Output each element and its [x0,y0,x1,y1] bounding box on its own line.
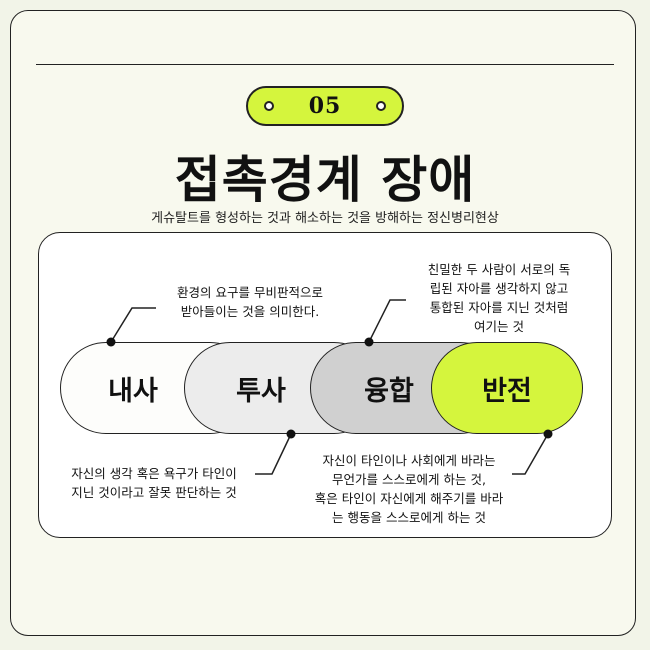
note-line: 받아들이는 것을 의미한다. [180,304,320,319]
note-line: 무언가를 스스로에게 하는 것, [332,472,486,487]
note-line: 는 행동을 스스로에게 하는 것 [332,510,486,525]
stage-retroflection-label: 반전 [482,375,532,407]
connector-projection [255,433,292,475]
connector-dot-retroflection [543,429,553,439]
top-divider [36,64,614,65]
note-line: 혹은 타인이 자신에게 해주기를 바라 [314,491,504,506]
connector-dot-confluence [364,337,374,347]
note-line: 립된 자아를 생각하지 않고 [429,281,569,296]
note-line: 환경의 요구를 무비판적으로 [177,285,323,300]
section-number-badge: 05 [246,86,404,126]
connector-confluence [368,299,406,343]
badge-hole-left [264,101,274,111]
connector-dot-projection [286,429,296,439]
connector-introjection [110,307,156,343]
section-number: 05 [308,93,342,119]
stage-projection-label: 투사 [236,375,286,407]
note-line: 여기는 것 [474,319,524,334]
stage-retroflection: 반전 [431,342,583,434]
stage-confluence-label: 융합 [364,375,414,407]
note-line: 친밀한 두 사람이 서로의 독 [427,262,571,277]
stage-introjection-label: 내사 [108,375,158,407]
note-line: 자신이 타인이나 사회에게 바라는 [322,453,496,468]
badge-hole-right [376,101,386,111]
note-line: 통합된 자아를 지닌 것처럼 [429,300,569,315]
note-line: 지닌 것이라고 잘못 판단하는 것 [71,485,237,500]
note-introjection: 환경의 요구를 무비판적으로 받아들이는 것을 의미한다. [130,283,370,321]
connector-dot-introjection [106,337,116,347]
note-projection: 자신의 생각 혹은 욕구가 타인이 지닌 것이라고 잘못 판단하는 것 [48,464,260,502]
page-title: 접촉경계 장애 [174,151,476,209]
connector-retroflection [512,433,549,475]
note-retroflection: 자신이 타인이나 사회에게 바라는 무언가를 스스로에게 하는 것, 혹은 타인… [302,451,516,527]
note-confluence: 친밀한 두 사람이 서로의 독 립된 자아를 생각하지 않고 통합된 자아를 지… [398,260,600,336]
note-line: 자신의 생각 혹은 욕구가 타인이 [71,466,237,481]
page-subtitle: 게슈탈트를 형성하는 것과 해소하는 것을 방해하는 정신병리현상 [151,211,499,226]
